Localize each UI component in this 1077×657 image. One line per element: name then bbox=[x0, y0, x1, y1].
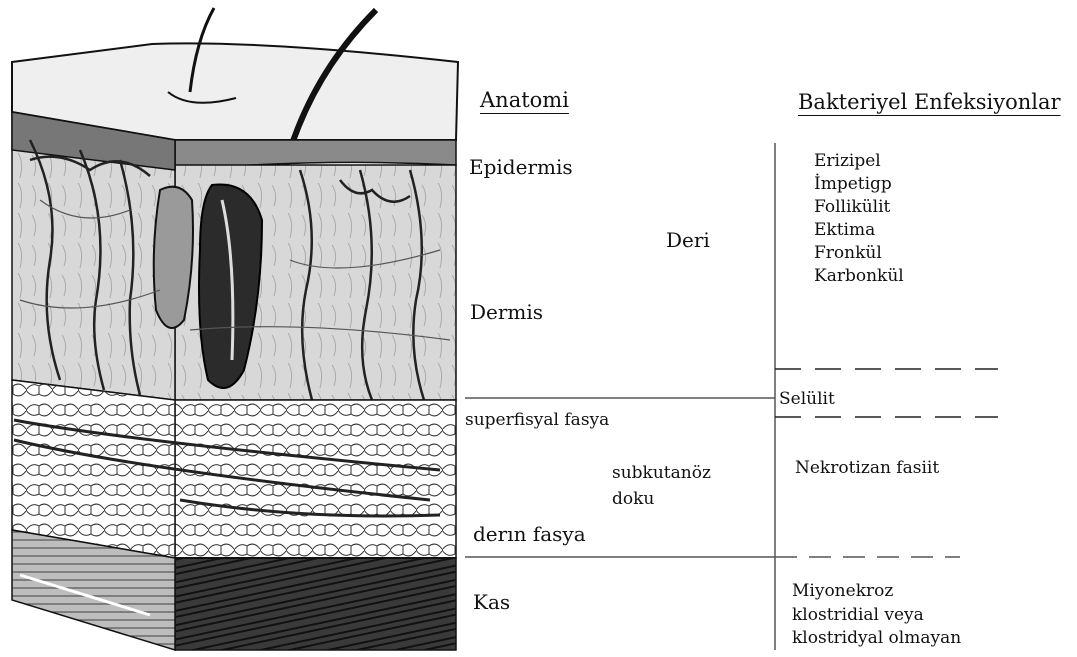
dermis-label: Dermis bbox=[470, 302, 543, 322]
muscle-infection-list: Miyonekroz klostridial veya klostridyal … bbox=[792, 580, 961, 651]
superficial-fascia-label: superfisyal fasya bbox=[465, 412, 609, 429]
muscle-label: Kas bbox=[473, 592, 510, 612]
cellulitis-label: Selülit bbox=[779, 391, 835, 408]
list-item: İmpetigp bbox=[814, 173, 904, 196]
list-item: Karbonkül bbox=[814, 265, 904, 288]
skin-label: Deri bbox=[666, 230, 710, 250]
list-item: klostridial veya bbox=[792, 604, 961, 628]
anatomy-header: Anatomi bbox=[480, 90, 569, 111]
subcutaneous-tissue-label-line1: subkutanöz bbox=[612, 465, 711, 482]
list-item: Erizipel bbox=[814, 150, 904, 173]
list-item: Miyonekroz bbox=[792, 580, 961, 604]
list-item: Follikülit bbox=[814, 196, 904, 219]
infections-header: Bakteriyel Enfeksiyonlar bbox=[798, 92, 1061, 113]
subcutaneous-tissue-label-line2: doku bbox=[612, 491, 654, 508]
deep-fascia-label: derın fasya bbox=[473, 524, 586, 544]
list-item: klostridyal olmayan bbox=[792, 627, 961, 651]
list-item: Fronkül bbox=[814, 242, 904, 265]
epidermis-label: Epidermis bbox=[469, 157, 573, 177]
list-item: Ektima bbox=[814, 219, 904, 242]
skin-infection-list: Erizipel İmpetigp Follikülit Ektima Fron… bbox=[814, 150, 904, 288]
necrotizing-fasciitis-label: Nekrotizan fasiit bbox=[795, 460, 939, 477]
